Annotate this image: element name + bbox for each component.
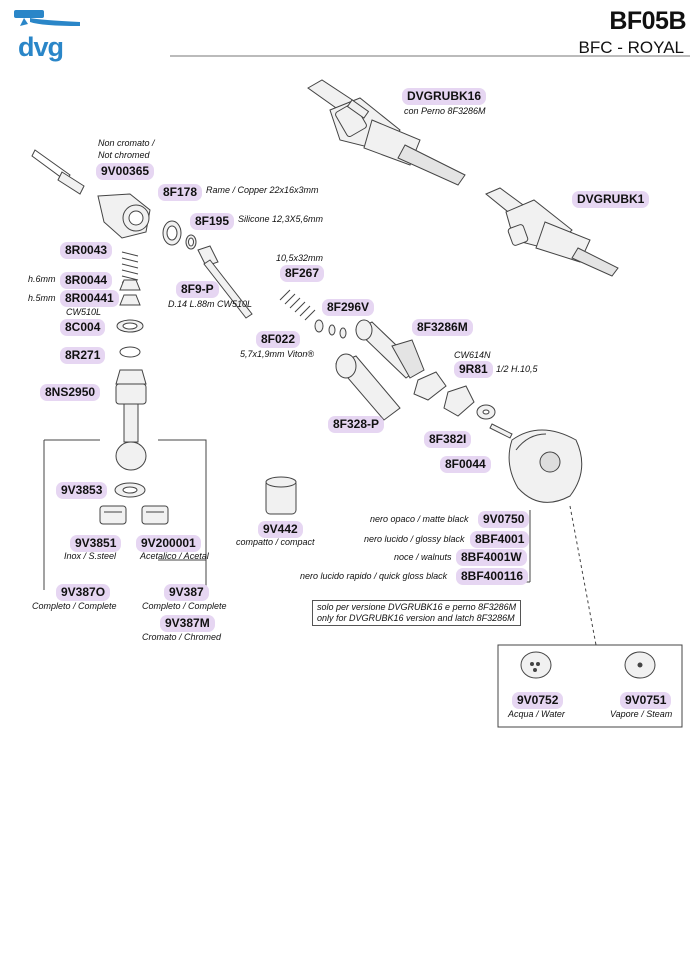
part-note-8bf4001w: noce / walnuts <box>394 552 452 562</box>
part-note-9v387m: Cromato / Chromed <box>142 632 222 642</box>
callout-line-2: only for DVGRUBK16 version and latch 8F3… <box>317 613 515 623</box>
part-label-dvgrubk16: DVGRUBK16 <box>402 88 487 105</box>
part-label-9v3851: 9V3851 <box>70 535 122 552</box>
page-title: BF05B <box>609 7 686 35</box>
part-label-8r0044: 8R0044 <box>60 272 113 289</box>
part-note2-9v00365: Not chromed <box>98 150 150 160</box>
rod-8f9p-drawing <box>197 245 253 319</box>
dvg-logo-mark <box>14 10 80 26</box>
page-subtitle: BFC - ROYAL <box>578 38 684 57</box>
part-note-9v387o: Completo / Complete <box>32 601 117 611</box>
cone-8r00441-drawing <box>119 294 141 306</box>
part-label-9v442: 9V442 <box>258 521 303 538</box>
part-label-8r0043: 8R0043 <box>60 242 113 259</box>
nozzle-9v442-drawing <box>265 476 297 515</box>
body-8f328p-drawing <box>335 353 401 421</box>
part-label-9v387m: 9V387M <box>160 615 215 632</box>
part-label-8f0044: 8F0044 <box>440 456 491 473</box>
part-label-8f382i: 8F382I <box>424 431 472 448</box>
clip-8f0044-drawing <box>489 423 513 439</box>
dashed-leader <box>569 505 597 646</box>
callout-line-1: solo per versione DVGRUBK16 e perno 8F32… <box>317 602 517 612</box>
part-label-8f178: 8F178 <box>158 184 203 201</box>
part-note-9v3851: Inox / S.steel <box>64 551 117 561</box>
steam-pipe-drawing <box>31 149 151 239</box>
part-note-8r00441: h.5mm <box>28 293 56 303</box>
part-label-8f9p: 8F9-P <box>176 281 219 298</box>
nut-9r81-drawing <box>413 371 475 417</box>
part-label-9v3853: 9V3853 <box>56 482 108 499</box>
part-label-9v00365: 9V00365 <box>96 163 155 180</box>
oring-8r271-drawing <box>119 346 141 358</box>
part-note2-9r81: 1/2 H.10,5 <box>496 364 538 374</box>
part-note-8f195: Silicone 12,3X5,6mm <box>238 214 324 224</box>
part-label-8f195: 8F195 <box>190 213 235 230</box>
valve-dvgrubk1-drawing <box>485 187 619 277</box>
part-note-8f178: Rame / Copper 22x16x3mm <box>206 185 319 195</box>
cone-8r0044-drawing <box>119 279 141 291</box>
part-note-9v200001: Acetalico / Acetal <box>140 551 209 561</box>
tip-9v200001-drawing <box>141 505 169 525</box>
part-label-9v200001: 9V200001 <box>136 535 201 552</box>
part-label-9v0750: 9V0750 <box>478 511 530 528</box>
oring-8f296v-drawing <box>328 324 336 336</box>
tip-9v0752-drawing <box>520 651 552 679</box>
part-label-8bf400116: 8BF400116 <box>456 568 529 585</box>
part-label-9v387: 9V387 <box>164 584 209 601</box>
part-label-8bf4001: 8BF4001 <box>470 531 530 548</box>
part-label-8ns2950: 8NS2950 <box>40 384 101 401</box>
wand-8ns2950-drawing <box>115 369 147 471</box>
knob-drawing <box>508 429 583 503</box>
part-label-8bf4001w: 8BF4001W <box>456 549 527 566</box>
part-note-8f9p: D.14 L.88m CW510L <box>168 299 253 309</box>
part-label-8f3286m: 8F3286M <box>412 319 473 336</box>
part-label-8f328p: 8F328-P <box>328 416 385 433</box>
part-note-dvgrubk16: con Perno 8F3286M <box>404 106 486 116</box>
part-label-8r271: 8R271 <box>60 347 106 364</box>
part-label-9v0751: 9V0751 <box>620 692 672 709</box>
part-note-8r0044: h.6mm <box>28 274 56 284</box>
part-note-9v00365: Non cromato / <box>98 138 155 148</box>
brand-logo: dvg <box>18 32 64 62</box>
part-note-8bf400116: nero lucido rapido / quick gloss black <box>300 571 448 581</box>
spring-8r0043-drawing <box>121 251 139 287</box>
part-note-8f267: 10,5x32mm <box>276 253 324 263</box>
part-label-9v387o: 9V387O <box>56 584 111 601</box>
part-note-9v387: Completo / Complete <box>142 601 227 611</box>
assembly-bracket <box>43 439 207 590</box>
valve-dvgrubk16-drawing <box>307 79 466 186</box>
part-note2-8r00441: CW510L <box>66 307 102 317</box>
part-label-8f022: 8F022 <box>256 331 301 348</box>
spring-8f267-drawing <box>279 289 316 321</box>
part-note-9v0750: nero opaco / matte black <box>370 514 469 524</box>
oring-8f022-drawing <box>314 319 324 333</box>
part-label-8f267: 8F267 <box>280 265 325 282</box>
part-label-9r81: 9R81 <box>454 361 493 378</box>
part-note-9v0752: Acqua / Water <box>508 709 565 719</box>
tip-9v3851-drawing <box>99 505 127 525</box>
part-label-8f296v: 8F296V <box>322 299 375 316</box>
part-label-dvgrubk1: DVGRUBK1 <box>572 191 650 208</box>
part-note-8bf4001: nero lucido / glossy black <box>364 534 465 544</box>
part-label-8c004: 8C004 <box>60 319 106 336</box>
part-label-8r00441: 8R00441 <box>60 290 119 307</box>
part-note-9v442: compatto / compact <box>236 537 315 547</box>
part-note-8f022: 5,7x1,9mm Viton® <box>240 349 314 359</box>
version-callout: solo per versione DVGRUBK16 e perno 8F32… <box>312 600 522 626</box>
part-label-9v0752: 9V0752 <box>512 692 564 709</box>
tip-9v0751-drawing <box>624 651 656 679</box>
part-note-9v0751: Vapore / Steam <box>610 709 673 719</box>
part-note-9r81: CW614N <box>454 350 491 360</box>
latch-8f3286m-drawing <box>355 319 425 379</box>
